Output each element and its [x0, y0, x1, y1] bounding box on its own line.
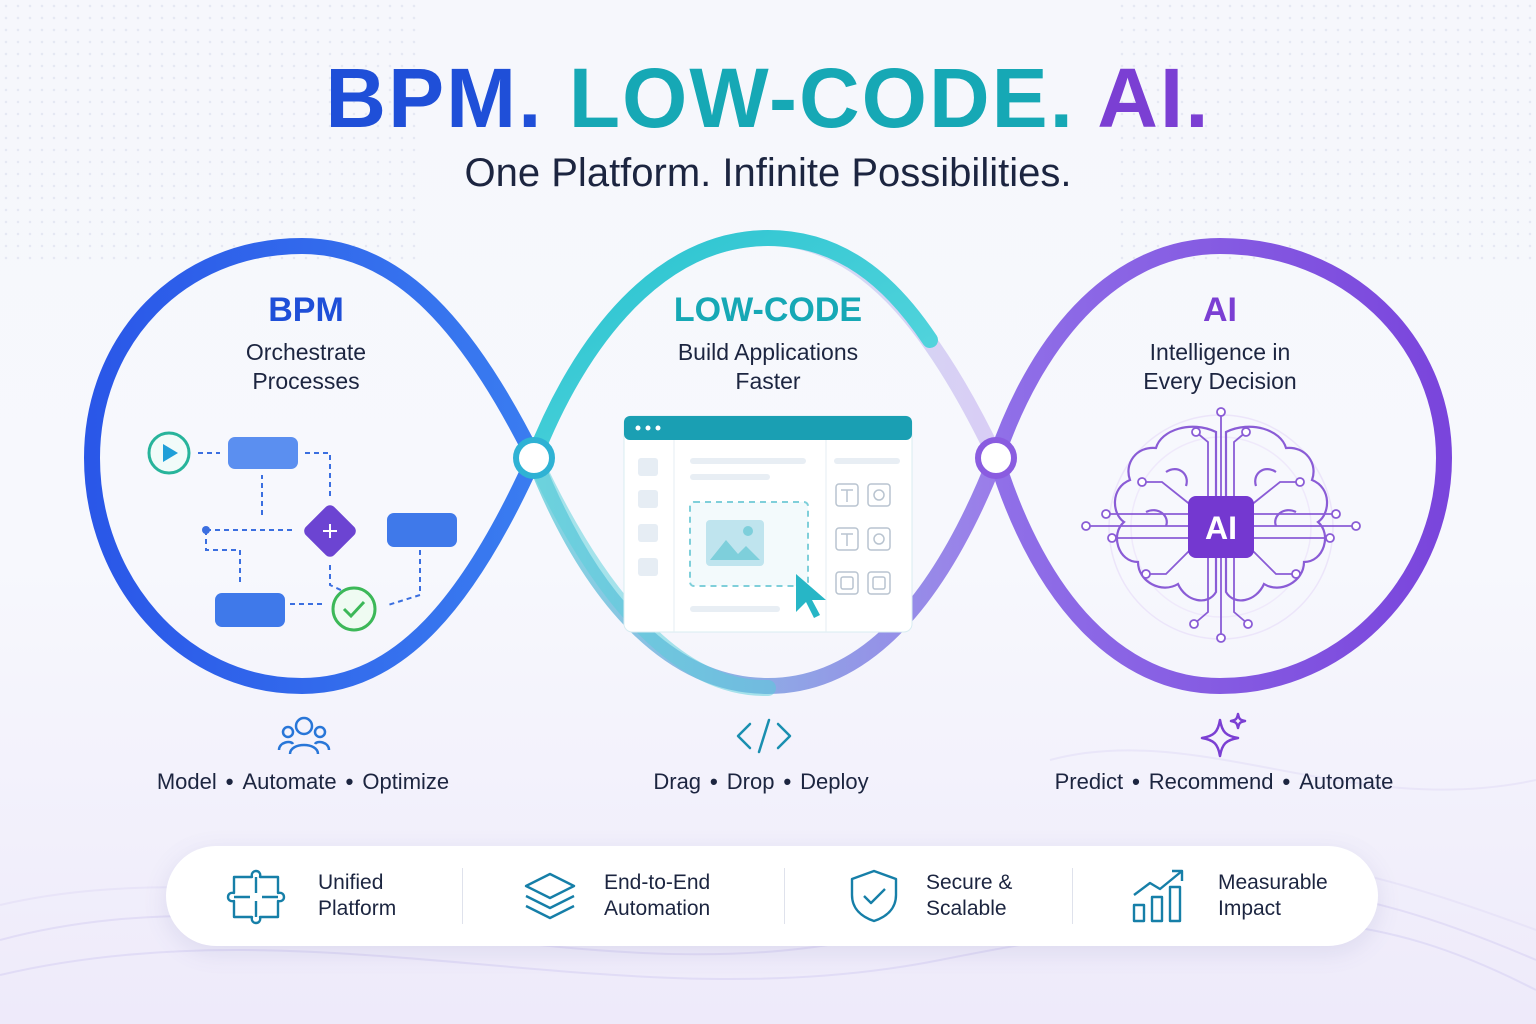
feature-automation-line2: Automation — [604, 897, 711, 920]
lowcode-tags: Drag•Drop•Deploy — [653, 769, 869, 794]
divider — [784, 868, 785, 924]
lowcode-tag-drop: Drop — [726, 769, 775, 794]
bpm-tag-optimize: Optimize — [362, 769, 450, 794]
ai-tag-automate: Automate — [1299, 769, 1394, 794]
feature-bar: Unified Platform End-to-End Automation S… — [166, 846, 1378, 946]
ai-chip — [1188, 496, 1254, 558]
headline-ai: AI. — [1097, 51, 1211, 145]
ai-tags: Predict•Recommend•Automate — [1054, 769, 1394, 794]
headline-lowcode: LOW-CODE. — [568, 51, 1075, 145]
feature-end-to-end-automation: End-to-End Automation — [522, 846, 710, 946]
lowcode-title: LOW-CODE — [673, 291, 863, 329]
lowcode-subtitle-line1: Build Applications — [677, 339, 859, 365]
lowcode-subtitle-line2: Faster — [735, 368, 801, 394]
lowcode-tag-drag: Drag — [653, 769, 702, 794]
lowcode-tag-deploy: Deploy — [800, 769, 869, 794]
headline-bpm: BPM. — [325, 51, 544, 145]
feature-unified-line1: Unified — [318, 871, 384, 894]
feature-automation-line1: End-to-End — [604, 871, 711, 894]
bpm-title: BPM — [268, 291, 344, 329]
process-flow-diagram — [147, 431, 457, 632]
layers-icon — [524, 872, 576, 920]
puzzle-icon — [226, 869, 286, 925]
shield-check-icon — [850, 869, 898, 923]
subtitle: One Platform. Infinite Possibilities. — [464, 151, 1072, 195]
feature-secure-line1: Secure & — [926, 871, 1013, 894]
ai-tag-recommend: Recommend — [1148, 769, 1274, 794]
divider — [462, 868, 463, 924]
growth-chart-icon — [1132, 869, 1184, 923]
bpm-tag-automate: Automate — [242, 769, 337, 794]
code-icon — [736, 718, 792, 754]
ai-subtitle-line1: Intelligence in — [1149, 339, 1291, 365]
feature-measurable-impact: Measurable Impact — [1130, 846, 1328, 946]
feature-impact-line1: Measurable — [1218, 871, 1328, 894]
feature-secure-line2: Scalable — [926, 897, 1007, 920]
users-icon — [277, 716, 331, 755]
ai-brain-chip: AI — [1081, 407, 1361, 643]
feature-impact-line2: Impact — [1218, 897, 1282, 920]
bpm-tag-model: Model — [156, 769, 217, 794]
ai-title: AI — [1203, 291, 1237, 329]
junction-node-right — [975, 437, 1017, 479]
feature-unified-line2: Platform — [318, 897, 397, 920]
app-builder-window — [623, 415, 913, 633]
bpm-subtitle-line2: Processes — [252, 368, 360, 394]
feature-secure-scalable: Secure & Scalable — [848, 846, 1012, 946]
divider — [1072, 868, 1073, 924]
junction-node-left — [513, 437, 555, 479]
ai-subtitle-line2: Every Decision — [1143, 368, 1297, 394]
bpm-subtitle-line1: Orchestrate — [245, 339, 367, 365]
sparkle-icon — [1200, 712, 1247, 758]
dot-pattern-right — [1116, 0, 1536, 260]
dot-pattern-left — [0, 0, 420, 260]
headline: BPM. LOW-CODE. AI. — [0, 50, 1536, 146]
ai-chip-label: AI — [1205, 510, 1237, 546]
feature-unified-platform: Unified Platform — [226, 846, 396, 946]
ai-tag-predict: Predict — [1054, 769, 1124, 794]
bpm-tags: Model•Automate•Optimize — [156, 769, 450, 794]
